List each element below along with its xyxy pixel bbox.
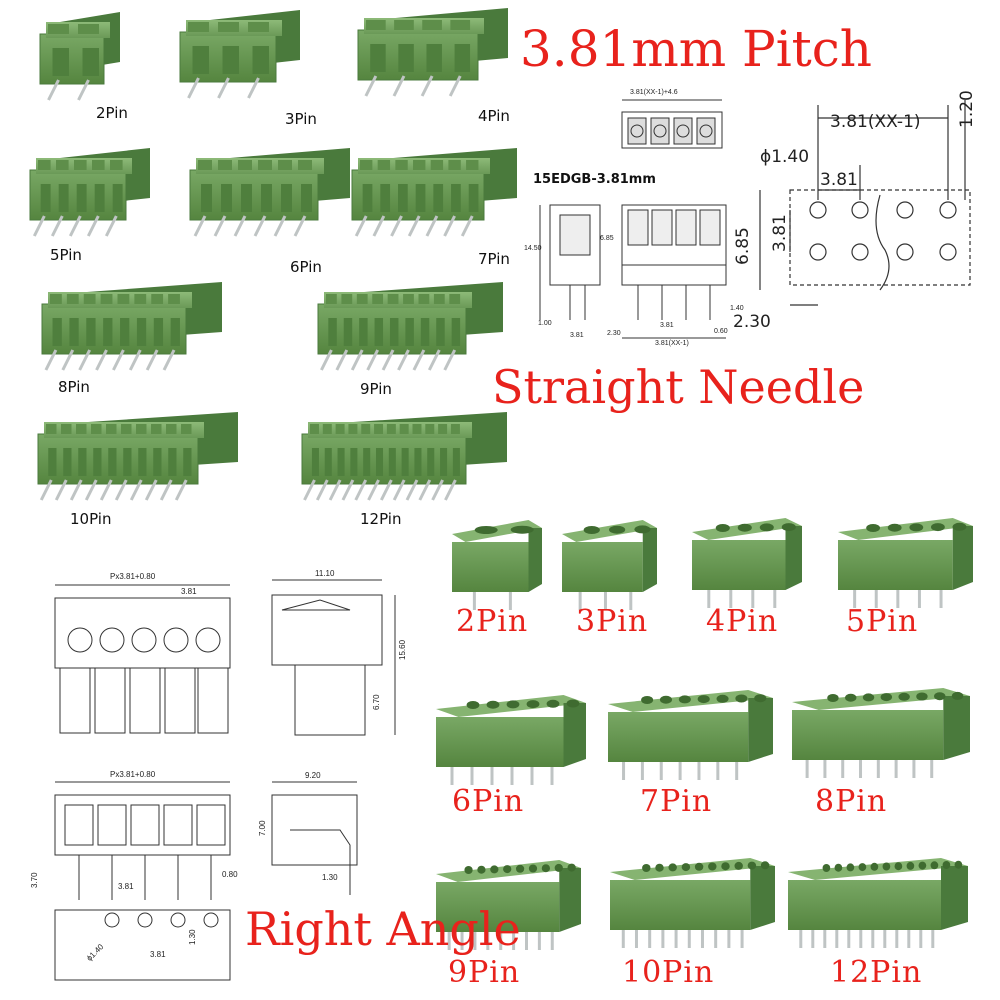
ra-side-pin: 1.30 bbox=[322, 873, 338, 882]
straight-connector-9pin bbox=[317, 282, 503, 371]
hole-pitch-total: 3.81(XX-1) bbox=[830, 112, 921, 132]
straight-label-7pin: 7Pin bbox=[478, 250, 510, 268]
straight-connector-2pin bbox=[39, 12, 120, 101]
bottom-dim-5: 3.81 bbox=[570, 332, 584, 339]
side-dim2: 6.85 bbox=[600, 235, 614, 242]
hole-dia: ϕ1.40 bbox=[760, 147, 810, 167]
bottom-dim-3: 3.81(XX-1) bbox=[655, 340, 689, 347]
ra-pin-pitch: 3.81 bbox=[118, 882, 134, 891]
page-title: 3.81mm Pitch bbox=[520, 20, 872, 78]
hole-edge: 1.20 bbox=[957, 90, 977, 128]
hole-pitch: 3.81 bbox=[820, 170, 858, 190]
ra-pin-len: 3.70 bbox=[30, 872, 39, 888]
right-angle-connectors bbox=[436, 518, 973, 950]
right-connector-2pin bbox=[452, 520, 542, 610]
hole-pattern-drawing bbox=[759, 100, 971, 306]
straight-connector-6pin bbox=[189, 148, 350, 237]
ra-side-depth: 11.10 bbox=[315, 569, 335, 578]
ra-top-width: Px3.81+0.80 bbox=[110, 572, 156, 581]
ra-top-pitch: 3.81 bbox=[181, 587, 197, 596]
row-height: 6.85 bbox=[733, 227, 753, 265]
straight-label-2pin: 2Pin bbox=[96, 104, 128, 122]
straight-connector-5pin bbox=[29, 148, 150, 237]
ra-mid-depth: 9.20 bbox=[305, 771, 321, 780]
ra-mid-width: Px3.81+0.80 bbox=[110, 770, 156, 779]
ra-hole-offset: 1.30 bbox=[188, 929, 197, 945]
hole-bottom: 2.30 bbox=[733, 312, 771, 332]
right-connector-3pin bbox=[562, 520, 657, 610]
right-label-10pin: 10Pin bbox=[622, 955, 715, 990]
right-label-8pin: 8Pin bbox=[815, 784, 888, 819]
ra-pin-dia: 0.80 bbox=[222, 870, 238, 879]
top-dim: 3.81(XX-1)+4.6 bbox=[630, 89, 678, 96]
right-label-5pin: 5Pin bbox=[846, 604, 919, 639]
bottom-dim-2: 3.81 bbox=[660, 322, 674, 329]
straight-connectors bbox=[29, 8, 517, 501]
right-connector-12pin bbox=[788, 858, 968, 948]
ra-side-height: 15.60 bbox=[398, 639, 407, 660]
right-connector-9pin bbox=[436, 860, 581, 950]
straight-connector-3pin bbox=[179, 10, 300, 99]
straight-drawing bbox=[539, 99, 727, 339]
right-connector-5pin bbox=[838, 518, 973, 608]
right-label-6pin: 6Pin bbox=[452, 784, 525, 819]
right-connector-8pin bbox=[792, 688, 970, 778]
straight-label-8pin: 8Pin bbox=[58, 378, 90, 396]
side-dim: 14.50 bbox=[524, 245, 542, 252]
right-label-9pin: 9Pin bbox=[448, 955, 521, 990]
right-label-4pin: 4Pin bbox=[706, 604, 779, 639]
right-label-7pin: 7Pin bbox=[640, 784, 713, 819]
right-connector-4pin bbox=[692, 518, 802, 608]
straight-label-9pin: 9Pin bbox=[360, 380, 392, 398]
straight-label-10pin: 10Pin bbox=[70, 510, 112, 528]
straight-label-12pin: 12Pin bbox=[360, 510, 402, 528]
straight-label-4pin: 4Pin bbox=[478, 107, 510, 125]
row-pitch: 3.81 bbox=[770, 214, 790, 252]
ra-side-lower: 6.70 bbox=[372, 694, 381, 710]
right-label-3pin: 3Pin bbox=[576, 604, 649, 639]
straight-label-6pin: 6Pin bbox=[290, 258, 322, 276]
straight-connector-10pin bbox=[37, 412, 238, 501]
right-angle-caption: Right Angle bbox=[245, 902, 521, 956]
right-connector-7pin bbox=[608, 690, 773, 780]
right-angle-drawing bbox=[54, 579, 396, 981]
straight-needle-caption: Straight Needle bbox=[492, 360, 865, 414]
bottom-dim-0: 1.00 bbox=[538, 320, 552, 327]
straight-connector-7pin bbox=[351, 148, 517, 237]
ra-hole-pitch: 3.81 bbox=[150, 950, 166, 959]
straight-label-3pin: 3Pin bbox=[285, 110, 317, 128]
right-label-2pin: 2Pin bbox=[456, 604, 529, 639]
bottom-dim-4: 0.60 bbox=[714, 328, 728, 335]
model-label: 15EDGB-3.81mm bbox=[533, 172, 656, 187]
straight-connector-8pin bbox=[41, 282, 222, 371]
right-dim: 1.40 bbox=[730, 305, 744, 312]
bottom-dim-1: 2.30 bbox=[607, 330, 621, 337]
right-connector-10pin bbox=[610, 858, 775, 948]
right-label-12pin: 12Pin bbox=[830, 955, 923, 990]
straight-connector-4pin bbox=[357, 8, 508, 97]
straight-label-5pin: 5Pin bbox=[50, 246, 82, 264]
straight-connector-12pin bbox=[301, 412, 507, 501]
ra-mid-height: 7.00 bbox=[258, 820, 267, 836]
right-connector-6pin bbox=[436, 695, 586, 785]
